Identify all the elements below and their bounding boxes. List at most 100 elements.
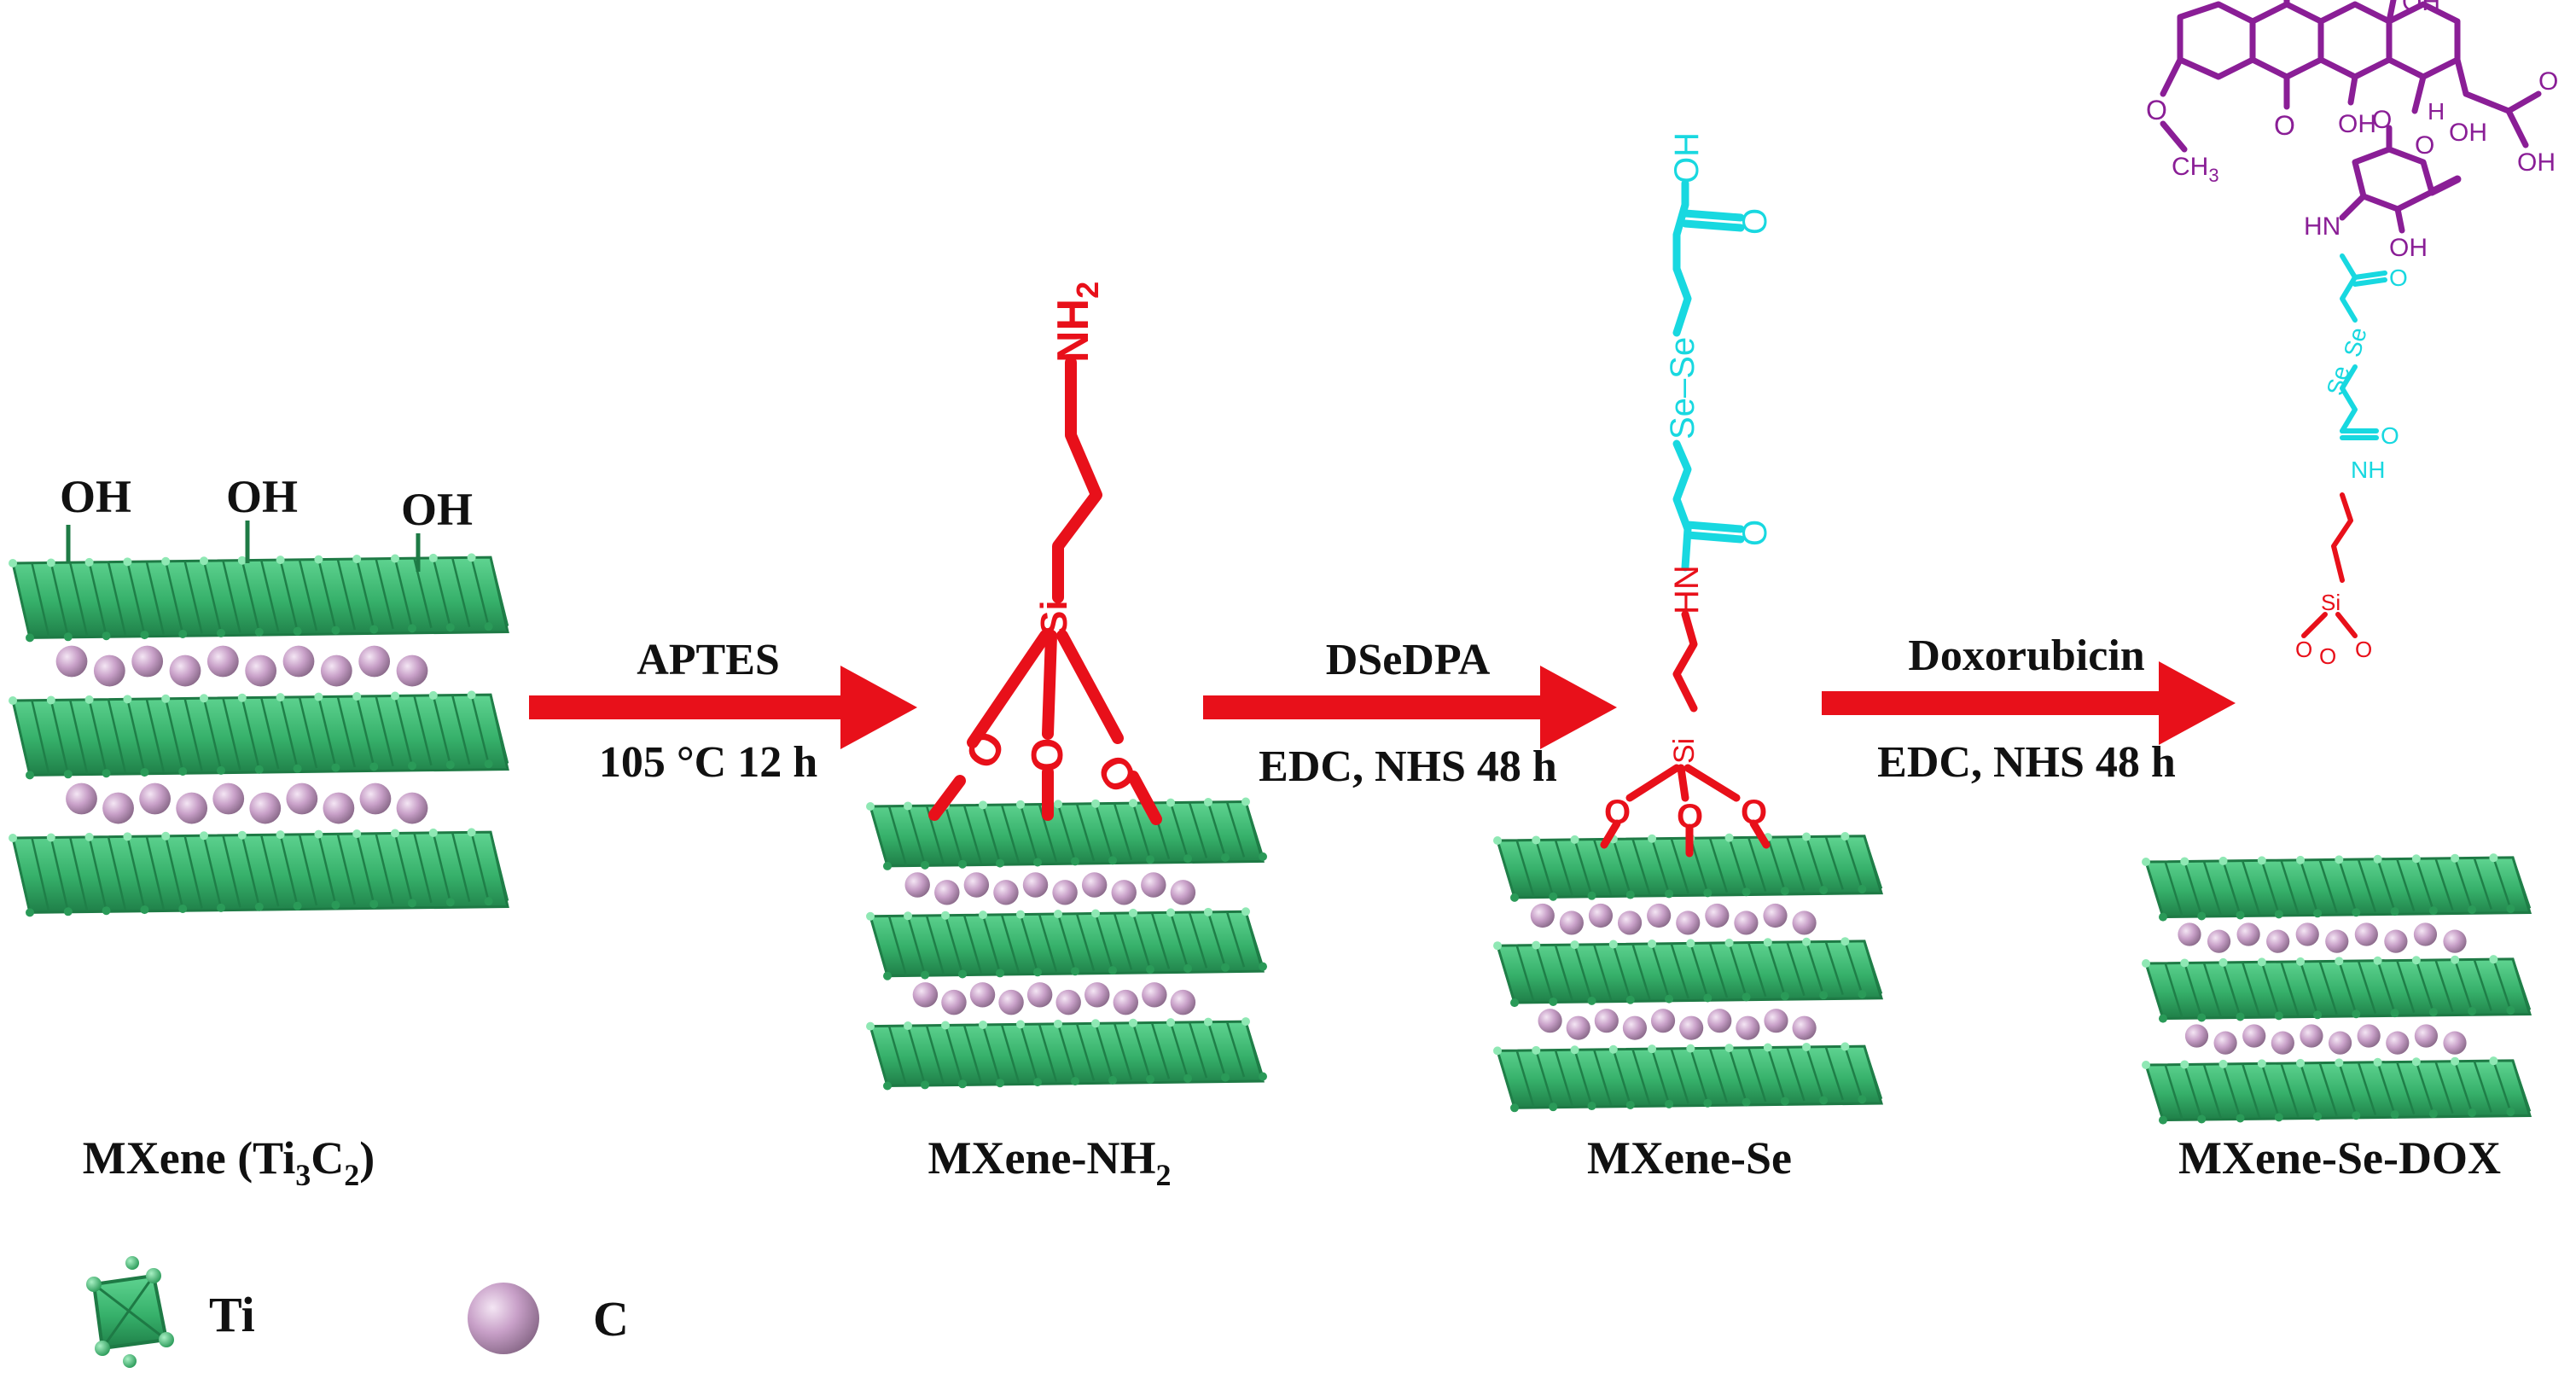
aptes-linker <box>928 357 1162 825</box>
legend-ti-octahedron-icon <box>86 1256 174 1368</box>
si-o-right-3 <box>1683 764 1741 802</box>
legend-ti-label: Ti <box>209 1287 255 1342</box>
dox-hn: HN <box>2304 212 2340 241</box>
side-chain-bond <box>2454 56 2469 97</box>
si-o-mid-3 <box>1677 764 1689 802</box>
ti-layer-bottom <box>1493 1042 1884 1113</box>
reaction-arrow-2 <box>1203 666 1617 749</box>
stage-1-name: MXene (Ti3C2) <box>83 1132 375 1192</box>
oxygen-label-3b: O <box>1677 798 1703 835</box>
methyl-wedge <box>2428 175 2462 196</box>
oxygen-label-2: O <box>1023 738 1073 772</box>
silicon-label-4: Si <box>2321 590 2340 615</box>
si-o-right-4 <box>2335 612 2358 638</box>
doxorubicin-structure <box>2160 0 2542 234</box>
aptes-linker-stage-4 <box>2301 492 2358 638</box>
stage-3-name: MXene-Se <box>1587 1132 1792 1184</box>
amine-terminal-label: NH2 <box>1049 282 1105 363</box>
silicon-label: Si <box>1033 600 1075 636</box>
aptes-linker-stage-3 <box>1600 610 1771 858</box>
ti-layer-middle <box>1493 937 1884 1008</box>
carbon-row-2 <box>2184 1024 2467 1055</box>
propionic-chain-2 <box>1672 439 1692 533</box>
carbon-row-2 <box>66 782 428 824</box>
oxygen-label-4c: O <box>2355 637 2372 662</box>
step-1-conditions: 105 °C 12 h <box>599 738 817 787</box>
acid-carbonyl-bond-2 <box>1681 219 1745 232</box>
diselenide-label: Se–Se <box>1664 337 1701 439</box>
methoxy-bond <box>2160 56 2183 97</box>
amide-co-4a-2 <box>2352 277 2387 287</box>
carbon-row-2 <box>1538 1009 1817 1040</box>
reaction-arrow-3 <box>1822 661 2236 745</box>
amide-oxygen-label: O <box>1736 520 1774 546</box>
dox-ring-o: O <box>2415 131 2434 160</box>
dox-sugar-oh: OH <box>2389 234 2428 262</box>
oxygen-label-4a: O <box>2295 637 2312 662</box>
step-2-conditions: EDC, NHS 48 h <box>1259 742 1557 791</box>
amide-co-4a <box>2352 271 2387 280</box>
dox-methoxy-o: O <box>2146 95 2167 125</box>
dox-oh-1: OH <box>2338 110 2376 138</box>
chain-4b <box>2340 364 2358 433</box>
dox-se-nh: NH <box>2351 457 2385 483</box>
acid-oh-label: OH <box>1668 132 1706 183</box>
side-chain-carbonyl <box>2505 90 2542 114</box>
carbon-row-1 <box>55 645 428 687</box>
step-2-reagent: DSeDPA <box>1326 636 1491 684</box>
ti-layer-middle <box>866 907 1267 980</box>
propyl-chain-4 <box>2331 492 2353 583</box>
chain-4a <box>2340 253 2358 323</box>
dsedpa-chain <box>1672 179 1745 572</box>
ti-layer-top <box>866 797 1267 870</box>
oh-bond-phenol-1 <box>2347 73 2358 106</box>
carbon-row-1 <box>904 872 1196 905</box>
si-o-bond-left <box>967 630 1051 748</box>
step-1-reagent: APTES <box>637 636 780 684</box>
mxene-layered-stack <box>9 553 509 917</box>
amide-nh-label: HN <box>1668 565 1706 614</box>
mxene-se-dox-layered-stack <box>2142 853 2532 1125</box>
oh-label-1: OH <box>60 471 131 522</box>
o-surface-bond-left <box>928 775 966 821</box>
o-surf-left-3 <box>1600 819 1621 849</box>
acid-carbonyl-bond <box>1681 209 1745 222</box>
amide-carbonyl-bond-2 <box>1683 531 1745 544</box>
si-o-bond-right <box>1056 630 1124 744</box>
ti-layer-top <box>2142 853 2532 922</box>
dox-oh-2: OH <box>2402 0 2440 16</box>
oxygen-label-1: O <box>956 723 1015 777</box>
oxygen-label-4b: O <box>2319 643 2336 669</box>
nh-bond <box>2339 193 2367 221</box>
ti-layer-top <box>1493 831 1884 902</box>
carbon-row-2 <box>912 982 1196 1015</box>
legend-c-label: C <box>593 1291 629 1347</box>
dox-ch3: CH3 <box>2172 153 2219 186</box>
dox-side-o: O <box>2538 67 2558 96</box>
si-o-left-3 <box>1625 764 1681 802</box>
amide-c-n-bond <box>1681 525 1692 572</box>
acid-oxygen-label: O <box>1736 208 1774 235</box>
oh-sugar-bond <box>2394 206 2405 234</box>
acid-chain <box>1672 179 1689 273</box>
step-3-reagent: Doxorubicin <box>1908 631 2144 680</box>
mxene-nh2-layered-stack <box>866 797 1267 1091</box>
dox-oh-3: OH <box>2449 119 2487 147</box>
dox-se-1: Se <box>2339 324 2372 359</box>
legend-carbon-sphere-icon <box>468 1283 539 1354</box>
o-surf-right-3 <box>1749 819 1771 849</box>
oh-label-2: OH <box>226 471 298 522</box>
oh-label-3: OH <box>401 484 473 535</box>
o-surface-bond-right <box>1127 771 1162 825</box>
dox-se-amide-o: O <box>2381 422 2399 449</box>
legend: Ti C <box>86 1256 629 1368</box>
ti-layer-top <box>9 553 509 643</box>
propyl-chain-3 <box>1672 610 1698 713</box>
stage-2-name: MXene-NH2 <box>928 1132 1172 1192</box>
dox-amide-o: O <box>2389 265 2408 291</box>
side-chain-ch2 <box>2505 108 2529 148</box>
glyco-link <box>2411 73 2427 114</box>
si-o-left-4 <box>2301 612 2328 638</box>
